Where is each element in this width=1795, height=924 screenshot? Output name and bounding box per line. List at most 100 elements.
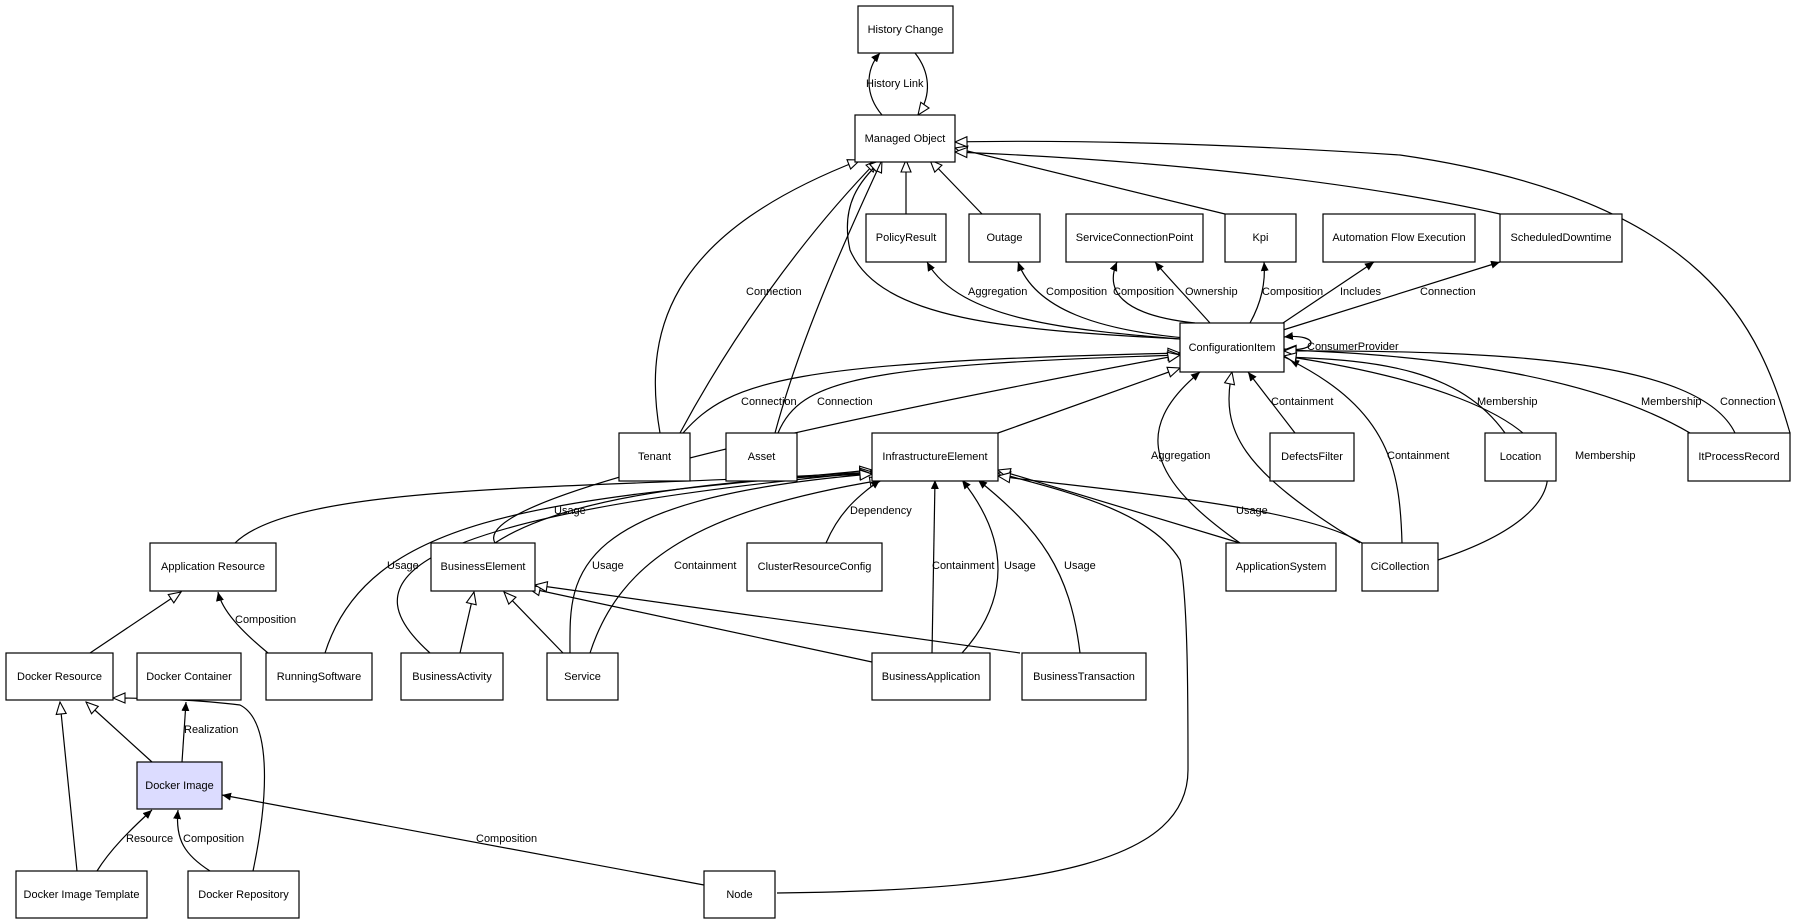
edge-scheduleddowntime-managedobject <box>955 152 1501 215</box>
node-application-system[interactable]: ApplicationSystem <box>1225 542 1337 592</box>
node-label: Kpi <box>1253 232 1269 244</box>
edge-label-businessactivity-usage: Usage <box>387 560 419 572</box>
edge-ci-scp-composition <box>1109 261 1196 324</box>
node-label: BusinessElement <box>441 561 526 573</box>
edge-itprocessrecord-managedobject-connection <box>955 141 1791 434</box>
node-running-software[interactable]: RunningSoftware <box>265 652 373 701</box>
node-business-activity[interactable]: BusinessActivity <box>400 652 504 701</box>
edge-tenant-managedobject <box>654 160 860 434</box>
node-label: ApplicationSystem <box>1236 561 1327 573</box>
node-automation-flow-execution[interactable]: Automation Flow Execution <box>1322 213 1476 263</box>
node-label: BusinessTransaction <box>1033 671 1135 683</box>
node-service-connection-point[interactable]: ServiceConnectionPoint <box>1065 213 1204 263</box>
node-managed-object[interactable]: Managed Object <box>854 114 956 163</box>
node-label: RunningSoftware <box>277 671 361 683</box>
edge-location-ci <box>1284 357 1506 434</box>
edge-ci-scp-ownership <box>1154 261 1211 324</box>
node-infrastructure-element[interactable]: InfrastructureElement <box>871 432 999 482</box>
edge-cicollection-ci <box>1229 372 1361 544</box>
edge-businesselement-infrastructure <box>494 474 872 544</box>
edge-businessapplication-businesselement <box>528 588 873 663</box>
node-scheduled-downtime[interactable]: ScheduledDowntime <box>1499 213 1623 263</box>
edge-label-cicollection-ci-containment: Containment <box>1387 450 1449 462</box>
node-label: Docker Container <box>146 671 232 683</box>
node-label: ItProcessRecord <box>1698 451 1779 463</box>
node-kpi[interactable]: Kpi <box>1224 213 1297 263</box>
node-business-application[interactable]: BusinessApplication <box>871 652 991 701</box>
node-docker-repository[interactable]: Docker Repository <box>187 870 300 919</box>
edge-dockerrepository-dockerimage <box>173 809 211 872</box>
node-configuration-item[interactable]: ConfigurationItem <box>1179 322 1285 373</box>
edge-runningsoftware-appresource <box>216 591 269 654</box>
node-asset[interactable]: Asset <box>725 432 798 482</box>
edge-applicationsystem-ci <box>1157 371 1241 544</box>
edge-label-dockerimage-realization: Realization <box>184 724 238 736</box>
node-docker-container[interactable]: Docker Container <box>136 652 242 701</box>
edge-businessactivity-businesselement <box>459 592 474 654</box>
node-label: Node <box>726 889 752 901</box>
edge-businessapplication-infrastructure-usage <box>961 479 999 654</box>
node-business-element[interactable]: BusinessElement <box>430 542 536 592</box>
node-it-process-record[interactable]: ItProcessRecord <box>1687 432 1791 482</box>
node-docker-resource[interactable]: Docker Resource <box>5 652 114 701</box>
node-label: ServiceConnectionPoint <box>1076 232 1193 244</box>
edge-businessapplication-infrastructure-containment <box>930 479 939 654</box>
node-node[interactable]: Node <box>703 870 776 919</box>
node-defects-filter[interactable]: DefectsFilter <box>1269 432 1355 482</box>
edge-label-ci-kpi: Composition <box>1262 286 1323 298</box>
node-application-resource[interactable]: Application Resource <box>149 542 277 592</box>
edge-label-ci-scp-composition: Composition <box>1113 286 1174 298</box>
edge-dockerimagetemplate-dockerimage <box>96 809 153 872</box>
node-business-transaction[interactable]: BusinessTransaction <box>1021 652 1147 701</box>
node-label: Tenant <box>638 451 671 463</box>
node-label: BusinessApplication <box>882 671 980 683</box>
node-label: Application Resource <box>161 561 265 573</box>
edge-label-cicollection-ci-membership: Membership <box>1575 450 1636 462</box>
node-ci-collection[interactable]: CiCollection <box>1361 542 1439 592</box>
edge-label-ci-consumerprovider: ConsumerProvider <box>1307 341 1399 353</box>
edge-cicollection-ci-containment <box>1289 359 1403 544</box>
node-label: InfrastructureElement <box>882 451 987 463</box>
edge-service-infrastructure-usage <box>569 474 872 654</box>
node-history-change[interactable]: History Change <box>857 5 954 54</box>
edge-label-businessapplication-containment: Containment <box>932 560 994 572</box>
node-docker-image-template[interactable]: Docker Image Template <box>15 870 148 919</box>
edge-label-service-usage: Usage <box>592 560 624 572</box>
edge-service-infrastructure-containment <box>589 480 882 654</box>
node-tenant[interactable]: Tenant <box>618 432 691 482</box>
edge-label-service-containment: Containment <box>674 560 736 572</box>
edge-label-tenant-ci: Connection <box>741 396 797 408</box>
node-location[interactable]: Location <box>1484 432 1557 482</box>
edge-businesstransaction-businesselement <box>535 585 1021 654</box>
edge-asset-ci <box>777 355 1180 434</box>
node-label: PolicyResult <box>876 232 937 244</box>
edge-defectsfilter-ci <box>1247 371 1296 434</box>
node-outage[interactable]: Outage <box>968 213 1041 263</box>
node-label: Asset <box>748 451 776 463</box>
edge-label-node-composition: Composition <box>476 833 537 845</box>
node-service[interactable]: Service <box>546 652 619 701</box>
edge-label-asset-ci: Connection <box>817 396 873 408</box>
node-label: Location <box>1500 451 1542 463</box>
edge-dockerimagetemplate-dockerresource <box>60 702 78 872</box>
edge-label-runningsoftware-composition: Composition <box>235 614 296 626</box>
edge-tenant-managedobject-connection <box>679 160 878 434</box>
edge-service-businesselement <box>504 592 564 654</box>
node-policy-result[interactable]: PolicyResult <box>865 213 947 263</box>
edge-ci-kpi <box>1249 261 1269 324</box>
edge-outage-managedobject <box>930 160 983 215</box>
edge-label-itprocessrecord-connection: Connection <box>1720 396 1776 408</box>
edge-dockerimage-dockercontainer <box>181 701 190 763</box>
edge-label-defectsfilter-ci: Containment <box>1271 396 1333 408</box>
edge-businesselement-ci <box>493 355 1180 544</box>
node-label: ScheduledDowntime <box>1511 232 1612 244</box>
node-docker-image[interactable]: Docker Image <box>136 761 223 810</box>
node-label: ClusterResourceConfig <box>758 561 872 573</box>
edge-itprocessrecord-ci <box>1284 350 1691 434</box>
node-label: Outage <box>986 232 1022 244</box>
node-cluster-resource-config[interactable]: ClusterResourceConfig <box>746 542 883 592</box>
edge-label-itprocessrecord-ci: Membership <box>1641 396 1702 408</box>
node-label: Docker Resource <box>17 671 102 683</box>
edge-label-businesstransaction-usage: Usage <box>1064 560 1096 572</box>
node-label: Docker Image <box>145 780 213 792</box>
